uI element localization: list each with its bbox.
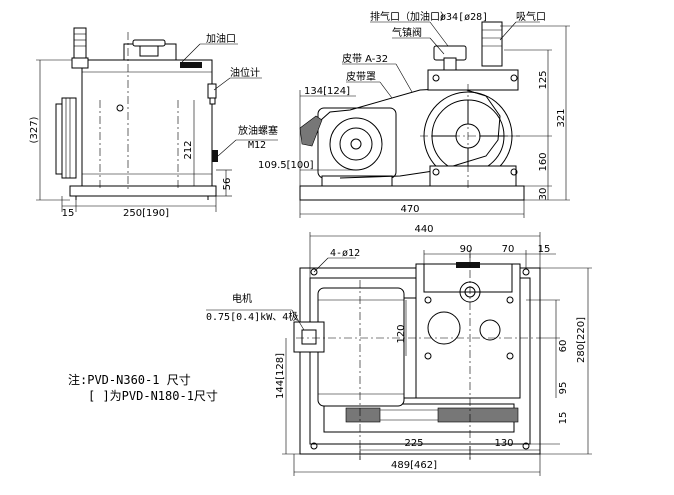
dim-90: 90 [460,244,473,255]
label-belt: 皮带 A-32 [342,52,388,65]
label-exhaust-port: 排气口（加油口） [370,10,450,23]
label-motor: 电机 [232,292,252,305]
dim-440: 440 [414,224,433,235]
label-belt-guard: 皮带罩 [346,70,376,83]
label-gas-ballast: 气镇阀 [392,26,422,39]
label-drain-plug-spec: M12 [248,140,266,151]
dim-130: 130 [494,438,513,449]
dim-left-212: 212 [183,140,194,159]
note-line1: 注:PVD-N360-1 尺寸 [68,372,191,387]
dim-70: 70 [502,244,515,255]
dim-120: 120 [396,324,407,343]
dim-30: 30 [538,188,549,201]
label-drain-plug: 放油螺塞 [238,124,278,137]
plan-view: 440 90 70 15 120 60 95 280[220] 15 144[1… [206,224,592,476]
dim-95: 95 [558,382,569,395]
dim-280: 280[220] [576,317,587,363]
dim-489: 489[462] [391,460,437,471]
dim-left-250: 250[190] [123,208,169,219]
label-holes: 4-ø12 [330,248,360,259]
dim-225: 225 [404,438,423,449]
dim-134: 134[124] [304,86,350,97]
dim-left-15: 15 [62,208,75,219]
dim-15: 15 [538,244,551,255]
note-line2: [ ]为PVD-N180-1尺寸 [88,389,218,403]
dim-125: 125 [538,70,549,89]
front-view-right: 134[124] 109.5[100] 470 125 160 30 321 排… [258,10,570,218]
label-suction-port: 吸气口 [516,10,546,23]
dim-144: 144[128] [275,353,286,399]
dim-109: 109.5[100] [258,160,314,171]
pump-body-left [81,59,213,187]
dim-left-height: (327) [29,116,40,143]
dim-left-56: 56 [222,178,233,191]
notes: 注:PVD-N360-1 尺寸 [ ]为PVD-N180-1尺寸 [68,372,218,403]
base-plate-front [299,185,525,201]
base-plate-left [69,185,217,197]
dim-321: 321 [556,108,567,127]
dim-470: 470 [400,204,419,215]
dim-60: 60 [558,340,569,353]
dim-15b: 15 [558,412,569,425]
label-motor-spec: 0.75[0.4]kW、4极 [206,310,298,323]
side-view-left: (327) 212 56 15 250[190] 加油口 油位计 放油螺塞 M1… [29,27,278,219]
label-oil-inlet: 加油口 [206,32,236,45]
label-port-diameter: ø34[ø28] [440,12,488,23]
dim-160: 160 [538,152,549,171]
label-oil-gauge: 油位计 [230,66,260,79]
